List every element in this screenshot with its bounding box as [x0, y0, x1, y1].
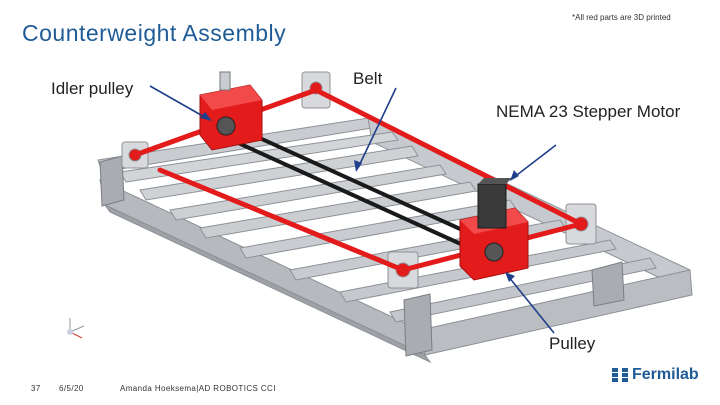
pointer-arrows	[149, 85, 557, 334]
page-number: 37	[31, 384, 41, 393]
printed-parts-note: *All red parts are 3D printed	[572, 13, 671, 22]
label-idler-pulley: Idler pulley	[51, 79, 134, 98]
extrusion-frame	[97, 117, 693, 364]
belt	[213, 118, 481, 252]
arrow-heads	[200, 112, 519, 282]
fermilab-mark-icon	[612, 368, 628, 382]
idler-block	[199, 71, 263, 151]
logo-text: Fermilab	[632, 366, 699, 383]
corner-brackets	[99, 155, 625, 357]
fermilab-logo: Fermilab	[612, 366, 699, 384]
footer-date: 6/5/20	[59, 384, 84, 393]
slide-title: Counterweight Assembly	[22, 20, 287, 46]
label-motor: NEMA 23 Stepper Motor	[496, 102, 681, 121]
label-belt: Belt	[353, 69, 383, 88]
motor-block	[459, 178, 529, 281]
shaft-supports	[121, 71, 597, 289]
label-pulley: Pulley	[549, 334, 596, 353]
footer-author: Amanda Hoeksema|AD ROBOTICS CCI	[120, 384, 276, 393]
axis-triad	[67, 318, 85, 339]
